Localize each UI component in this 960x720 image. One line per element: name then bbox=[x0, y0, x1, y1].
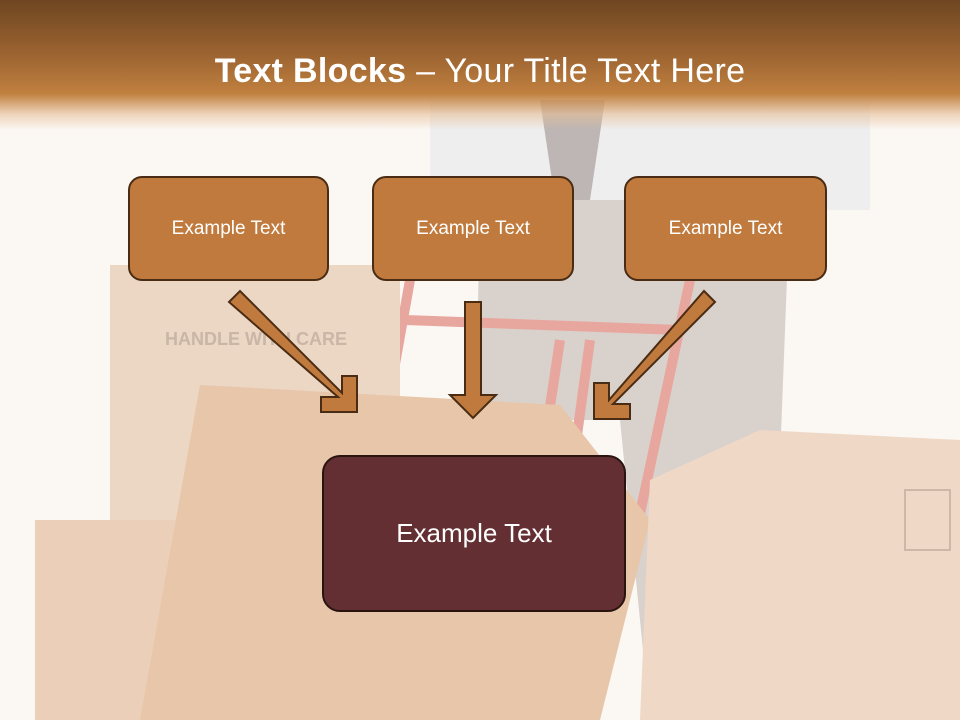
text-block-1-label: Example Text bbox=[171, 217, 286, 239]
main-text-block[interactable]: Example Text bbox=[322, 455, 626, 612]
text-block-2[interactable]: Example Text bbox=[372, 176, 574, 281]
text-block-3[interactable]: Example Text bbox=[624, 176, 827, 281]
title-bar bbox=[0, 0, 960, 130]
title-rest: Your Title Text Here bbox=[444, 52, 746, 90]
svg-text:HANDLE WITH CARE: HANDLE WITH CARE bbox=[165, 329, 347, 349]
title-dash: – bbox=[406, 52, 445, 90]
text-block-2-label: Example Text bbox=[416, 217, 530, 239]
arrow-right bbox=[593, 289, 717, 420]
main-text-block-label: Example Text bbox=[396, 518, 552, 548]
arrow-center bbox=[447, 301, 499, 420]
slide-title: Text Blocks – Your Title Text Here bbox=[0, 52, 960, 91]
arrow-left bbox=[227, 289, 358, 413]
text-block-1[interactable]: Example Text bbox=[128, 176, 329, 281]
text-block-3-label: Example Text bbox=[668, 217, 783, 239]
title-bold: Text Blocks bbox=[214, 52, 407, 90]
